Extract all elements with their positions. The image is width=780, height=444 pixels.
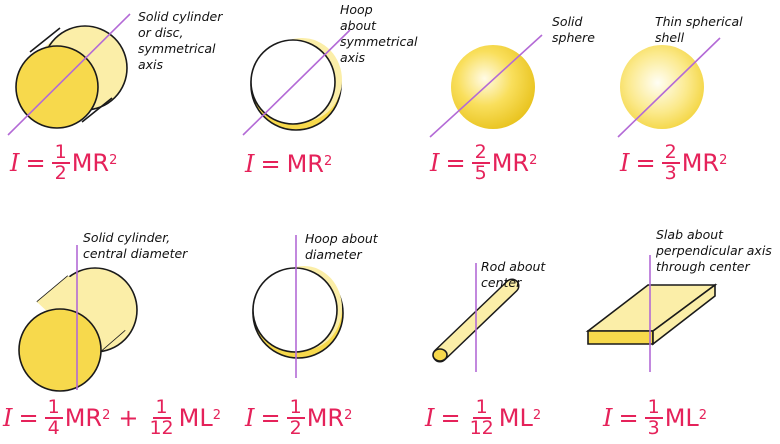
numerator: 1 [44, 398, 63, 419]
exponent: 2 [323, 153, 333, 169]
numerator: 1 [644, 398, 663, 419]
axis-2 [242, 29, 351, 136]
axis-3 [429, 34, 543, 138]
formula-i: I [10, 149, 20, 177]
formula-i: I [430, 149, 440, 177]
axis-1 [7, 13, 131, 136]
term: ML [664, 404, 699, 432]
formula-i: I [620, 149, 630, 177]
solid-sphere-shape [451, 45, 535, 129]
formula-i: I [3, 404, 13, 432]
label-solid-cylinder: Solid cylinder or disc, symmetrical axis [138, 9, 223, 72]
label-rod: Rod about center [481, 259, 546, 290]
numerator: 1 [51, 143, 70, 164]
denominator: 3 [647, 417, 660, 439]
exponent: 2 [698, 407, 708, 423]
formula-i: I [245, 404, 255, 432]
denominator: 5 [474, 162, 487, 184]
exponent: 2 [344, 407, 353, 423]
formula-i: I [425, 404, 435, 432]
label-thin-shell: Thin spherical shell [655, 14, 743, 45]
label-hoop: Hoop about symmetrical axis [340, 2, 418, 65]
exponent: 2 [719, 152, 728, 168]
numerator: 1 [472, 398, 491, 419]
label-hoop-diameter: Hoop about diameter [305, 231, 378, 262]
exponent: 2 [529, 152, 538, 168]
numerator: 1 [152, 398, 171, 419]
formula-i: I [245, 150, 255, 178]
denominator: 3 [664, 162, 677, 184]
formula-eq: = [440, 404, 461, 432]
formula-eq: = [260, 150, 281, 178]
axis-4 [617, 37, 721, 138]
term: MR [681, 149, 720, 177]
formula-eq: = [618, 404, 639, 432]
term: MR [491, 149, 530, 177]
denominator: 12 [149, 417, 174, 439]
label-slab: Slab about perpendicular axis through ce… [656, 227, 772, 274]
plus-sign: + [118, 404, 139, 432]
exponent: 2 [212, 407, 222, 423]
denominator: 2 [54, 162, 67, 184]
hoop-diameter-shape [252, 266, 344, 359]
formula-eq: = [25, 149, 46, 177]
label-solid-sphere: Solid sphere [552, 14, 595, 45]
formula-eq: = [18, 404, 39, 432]
term: ML [178, 404, 213, 432]
rod-shape [432, 278, 520, 363]
exponent: 2 [109, 152, 118, 168]
term: ML [498, 404, 533, 432]
thin-shell-shape [620, 45, 704, 129]
solid-cylinder-shape [15, 25, 128, 129]
exponent: 2 [102, 407, 111, 423]
hoop-shape [250, 38, 342, 131]
formula-eq: = [445, 149, 466, 177]
denominator: 4 [47, 417, 60, 439]
term: MR [286, 150, 324, 178]
term: MR [306, 404, 345, 432]
solid-cylinder-diameter-shape [18, 267, 138, 392]
slab-shape [585, 283, 718, 346]
numerator: 2 [661, 143, 680, 164]
formula-eq: = [635, 149, 656, 177]
term: MR [71, 149, 110, 177]
exponent: 2 [532, 407, 542, 423]
formula-i: I [603, 404, 613, 432]
formula-eq: = [260, 404, 281, 432]
denominator: 2 [289, 417, 302, 439]
denominator: 12 [469, 417, 494, 439]
numerator: 1 [286, 398, 305, 419]
label-cylinder-diameter: Solid cylinder, central diameter [83, 230, 188, 261]
numerator: 2 [471, 143, 490, 164]
term: MR [64, 404, 103, 432]
